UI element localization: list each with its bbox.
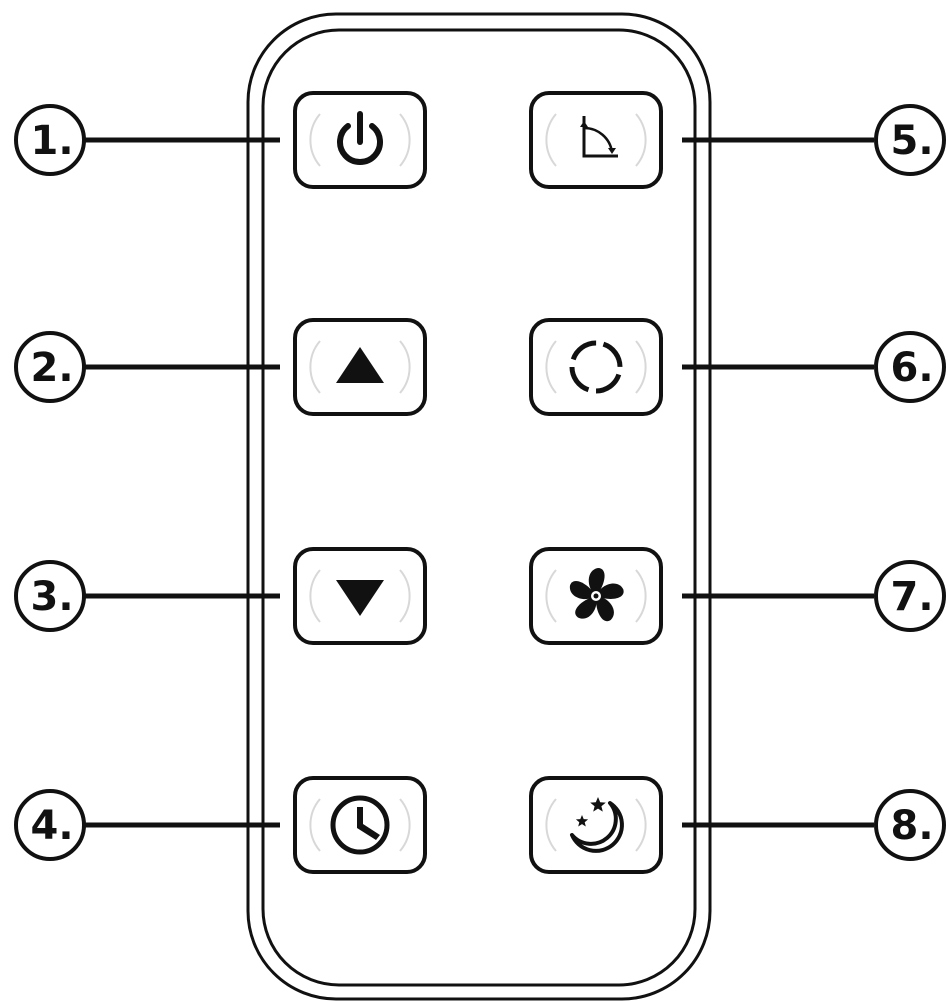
remote-body <box>246 12 712 1001</box>
callout-circle-7 <box>874 560 946 632</box>
callout-4: 4. <box>14 789 280 861</box>
button-1-power[interactable] <box>293 91 427 189</box>
fan-icon <box>569 568 624 622</box>
button-4-timer[interactable] <box>293 776 427 874</box>
callout-circle-3 <box>14 560 86 632</box>
callout-label-6: 6. <box>890 345 933 391</box>
callout-circle-8 <box>874 789 946 861</box>
triangle-up-icon <box>336 347 384 383</box>
callout-8: 8. <box>682 789 946 861</box>
callout-2: 2. <box>14 331 280 403</box>
callout-6: 6. <box>682 331 946 403</box>
callout-7: 7. <box>682 560 946 632</box>
callout-label-1: 1. <box>30 118 73 164</box>
callout-label-4: 4. <box>30 803 73 849</box>
clock-icon <box>330 795 390 855</box>
callout-label-2: 2. <box>30 345 73 391</box>
sleep-moon-icon <box>570 797 624 853</box>
callout-label-7: 7. <box>890 574 933 620</box>
callout-label-3: 3. <box>30 574 73 620</box>
callout-circle-2 <box>14 331 86 403</box>
button-6-mode[interactable] <box>529 318 663 416</box>
callout-circle-4 <box>14 789 86 861</box>
button-3-down[interactable] <box>293 547 427 645</box>
button-5-swing[interactable] <box>529 91 663 189</box>
power-icon <box>337 111 383 165</box>
callout-1: 1. <box>14 104 280 176</box>
swing-angle-icon <box>580 116 618 158</box>
callout-circle-1 <box>14 104 86 176</box>
triangle-down-icon <box>336 580 384 616</box>
callout-label-8: 8. <box>890 803 933 849</box>
callout-circle-5 <box>874 104 946 176</box>
callout-5: 5. <box>682 104 946 176</box>
callout-label-5: 5. <box>890 118 933 164</box>
button-7-fan[interactable] <box>529 547 663 645</box>
button-8-sleep[interactable] <box>529 776 663 874</box>
button-2-up[interactable] <box>293 318 427 416</box>
callouts: 1. 2. 3. 4. 5. 6. 7. 8. <box>14 104 946 861</box>
callout-3: 3. <box>14 560 280 632</box>
callout-circle-6 <box>874 331 946 403</box>
